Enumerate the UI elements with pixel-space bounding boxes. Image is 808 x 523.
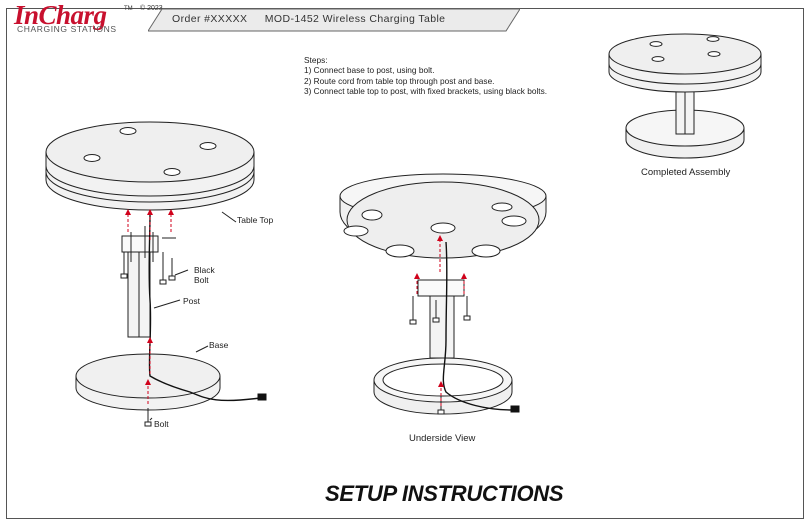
- step-2: 2) Route cord from table top through pos…: [304, 75, 495, 86]
- step-3: 3) Connect table top to post, with fixed…: [304, 85, 548, 96]
- page-title: SETUP INSTRUCTIONS: [325, 481, 564, 506]
- table-top-drawing: [45, 121, 255, 211]
- caption-completed-assembly: Completed Assembly: [641, 167, 731, 178]
- completed-assembly-drawing: [608, 33, 762, 159]
- logo-trademark: TM: [124, 6, 133, 12]
- assembly-arrows-left: [125, 209, 174, 404]
- underside-view: [339, 173, 547, 415]
- assembly-arrows-middle: [414, 235, 467, 406]
- caption-underside-view: Underside View: [409, 433, 476, 444]
- black-bolts-drawing: [120, 252, 176, 285]
- steps-block: Steps: 1) Connect base to post, using bo…: [304, 55, 547, 96]
- power-cord: [148, 213, 261, 402]
- order-number: Order #XXXXX: [172, 13, 248, 25]
- steps-heading: Steps:: [304, 55, 328, 65]
- label-black-bolt-line1: Black: [194, 265, 215, 275]
- label-black-bolt-line2: Bolt: [194, 275, 209, 285]
- label-table-top: Table Top: [237, 215, 274, 225]
- product-name: MOD-1452 Wireless Charging Table: [264, 13, 446, 25]
- label-post: Post: [183, 296, 201, 306]
- exploded-view: [45, 121, 267, 427]
- copyright-notice: © 2023: [140, 5, 163, 12]
- step-1: 1) Connect base to post, using bolt.: [304, 65, 435, 76]
- logo-tagline: CHARGING STATIONS: [17, 24, 117, 34]
- underside-charger-pads: [343, 202, 527, 258]
- header-bar: [148, 8, 520, 32]
- brand-logo: InCharg TM CHARGING STATIONS: [14, 0, 144, 34]
- header-text: Order #XXXXX MOD-1452 Wireless Charging …: [172, 13, 459, 25]
- label-base: Base: [209, 340, 229, 350]
- label-bolt: Bolt: [154, 419, 169, 429]
- logo-wordmark: InCharg: [14, 0, 107, 30]
